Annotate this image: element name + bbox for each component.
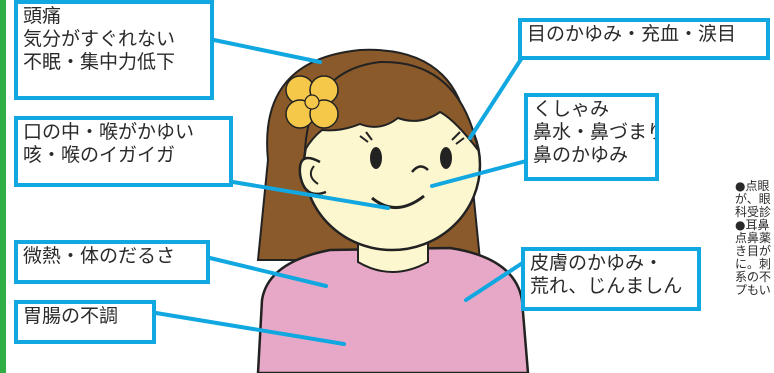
ear [298,156,327,196]
side-note-text: ●点眼 が、眼 科受診 ●耳鼻 点鼻薬 き目が に。刺 系の不 プもい [735,180,772,297]
label-eyes: 目のかゆみ・充血・涙目 [518,18,770,60]
leader-lines [154,38,532,346]
label-fever: 微熱・体のだるさ [14,240,210,284]
label-nose: くしゃみ 鼻水・鼻づまり 鼻のかゆみ [524,93,659,181]
left-eye [370,147,382,169]
hair-bangs [304,60,479,151]
label-mouth-throat: 口の中・喉がかゆい 咳・喉のイガイガ [14,116,233,187]
flower-hair-clip [285,75,339,129]
nose [411,165,429,173]
label-stomach: 胃腸の不調 [14,300,156,344]
right-eye [440,147,452,169]
label-headache: 頭痛 気分がすぐれない 不眠・集中力低下 [14,0,214,100]
mouth [371,194,425,209]
label-skin: 皮膚のかゆみ・ 荒れ、じんましん [521,247,701,311]
left-accent-bar [0,0,6,373]
